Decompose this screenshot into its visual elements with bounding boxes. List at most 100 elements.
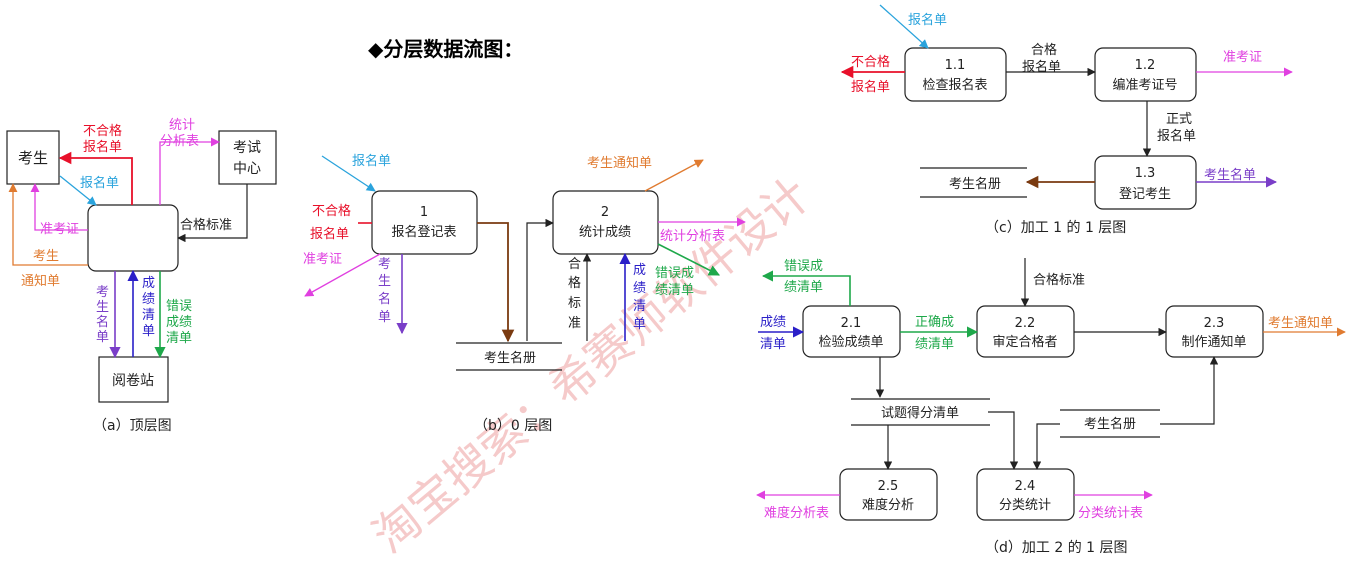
entity-review-station-box	[98, 356, 169, 403]
flow-a-fail-form	[58, 151, 133, 205]
label-a-roster-4: 单	[96, 330, 109, 345]
label-a-error-scores-3: 清单	[166, 331, 192, 346]
process-d24-name: 分类统计	[999, 498, 1051, 513]
label-a-criteria: 合格标准	[180, 217, 232, 233]
flow-d-roster-to-23	[1160, 356, 1219, 425]
process-d25-number: 2.5	[878, 479, 899, 494]
label-d-scores-in-2: 清单	[760, 337, 786, 352]
label-b-scores-1: 成	[633, 263, 646, 278]
label-c-formal-2: 报名单	[1157, 128, 1196, 144]
diagram-d-process-2: 2.1 检验成绩单 2.2 审定合格者 2.3 制作通知单 2.4 分类统计 2…	[756, 258, 1346, 556]
diagram-c-process-1: 1.1 检查报名表 1.2 编准考证号 1.3 登记考生 报名单 不合格 报名单…	[840, 4, 1293, 236]
flow-a-notice	[8, 183, 88, 266]
caption-a: （a）顶层图	[93, 418, 172, 434]
process-b2-box	[552, 190, 659, 255]
label-d-error-scores-2: 绩清单	[784, 280, 823, 295]
entity-student-label: 考生	[18, 149, 48, 167]
flow-a-ticket	[30, 183, 88, 231]
label-b-criteria-3: 标	[568, 296, 581, 311]
process-c12-number: 1.2	[1135, 58, 1156, 73]
label-d-correct-1: 正确成	[915, 315, 954, 330]
label-b-criteria-2: 格	[568, 275, 581, 291]
entity-exam-center-label-1: 考试	[233, 140, 261, 156]
label-b-ticket: 准考证	[303, 252, 342, 267]
flow-a-signup	[59, 175, 97, 206]
label-a-notice-1: 考生	[33, 249, 59, 264]
label-d-error-scores-1: 错误成	[784, 259, 823, 274]
label-c-ticket: 准考证	[1223, 50, 1262, 65]
label-a-stats-2: 分析表	[160, 134, 199, 149]
process-b2-number: 2	[601, 205, 609, 220]
diagram-b-level-0: 1 报名登记表 2 统计成绩 报名单 不合格 报名单 准考证 考 生 名 单 考…	[303, 153, 746, 434]
label-a-fail-form-1: 不合格	[83, 123, 122, 139]
flow-b-error-scores	[657, 243, 720, 276]
store-d-score-label: 试题得分清单	[881, 405, 959, 421]
label-b-criteria-4: 准	[568, 316, 581, 331]
page-title: ◆分层数据流图：	[368, 37, 523, 61]
label-b-scores-4: 单	[633, 317, 646, 332]
label-a-roster-3: 名	[96, 314, 109, 330]
process-system-box	[87, 204, 179, 272]
process-d22-name: 审定合格者	[992, 334, 1057, 350]
label-d-criteria: 合格标准	[1033, 272, 1085, 288]
flow-d-store-to-24	[988, 411, 1019, 470]
label-c-signup: 报名单	[908, 12, 947, 28]
label-d-classify: 分类统计表	[1078, 506, 1143, 521]
process-d23-name: 制作通知单	[1181, 334, 1246, 350]
flow-b-store-to-p2	[526, 218, 554, 341]
entity-exam-center-label-2: 中心	[233, 161, 261, 177]
flow-c-signup	[879, 4, 929, 49]
flow-d-error-scores	[761, 270, 851, 306]
caption-b: （b）0 层图	[474, 418, 552, 434]
process-c11-box	[904, 47, 1007, 102]
entity-exam-center-box	[218, 130, 277, 185]
process-d21-number: 2.1	[841, 316, 862, 331]
label-a-fail-form-2: 报名单	[83, 139, 122, 155]
process-d23-number: 2.3	[1204, 316, 1225, 331]
label-b-stats: 统计分析表	[660, 229, 725, 244]
label-c-fail-form-2: 报名单	[851, 79, 890, 95]
store-d-roster-label: 考生名册	[1084, 416, 1136, 432]
label-b-roster-4: 单	[378, 310, 391, 325]
store-c-label: 考生名册	[949, 176, 1001, 192]
flow-a-criteria	[177, 184, 248, 243]
label-a-notice-2: 通知单	[21, 273, 60, 289]
label-a-roster-1: 考	[96, 285, 109, 300]
process-d24-number: 2.4	[1015, 479, 1036, 494]
process-d22-number: 2.2	[1015, 316, 1036, 331]
label-a-scores-2: 绩	[142, 292, 155, 307]
label-a-roster-2: 生	[96, 300, 109, 315]
label-a-ticket: 准考证	[40, 222, 79, 237]
process-b2-name: 统计成绩	[579, 225, 631, 240]
label-a-error-scores-2: 成绩	[166, 315, 192, 330]
label-b-roster-1: 考	[378, 257, 391, 272]
label-a-scores-1: 成	[142, 276, 155, 291]
diagram-a-top-level: 考生 考试 中心 阅卷站 不合格 报名单 统计 分析表 报名单 合格标准 准考证…	[6, 118, 277, 434]
label-d-difficulty: 难度分析表	[764, 505, 829, 521]
process-c11-name: 检查报名表	[922, 77, 987, 93]
label-d-scores-in-1: 成绩	[760, 315, 786, 330]
label-d-notice: 考生通知单	[1268, 315, 1333, 331]
label-b-scores-3: 清	[633, 299, 646, 314]
process-c12-box	[1094, 47, 1197, 102]
label-b-roster-3: 名	[378, 291, 391, 307]
flow-b-ticket	[304, 253, 381, 297]
label-b-error-scores-1: 错误成	[655, 266, 694, 281]
flow-b-signup	[321, 155, 376, 192]
label-a-scores-3: 清	[142, 308, 155, 323]
process-c11-number: 1.1	[945, 58, 966, 73]
label-b-fail-form-1: 不合格	[312, 203, 351, 219]
caption-d: （d）加工 2 的 1 层图	[985, 540, 1128, 556]
process-d25-name: 难度分析	[862, 497, 914, 513]
label-a-scores-4: 单	[142, 324, 155, 339]
process-b1-number: 1	[420, 205, 428, 220]
label-b-error-scores-2: 绩清单	[655, 283, 694, 298]
flow-a-stats	[159, 137, 220, 205]
caption-c: （c）加工 1 的 1 层图	[985, 220, 1126, 236]
label-b-signup: 报名单	[352, 153, 391, 169]
label-c-qualified-2: 报名单	[1022, 59, 1061, 75]
store-b-label: 考生名册	[484, 350, 536, 366]
label-d-correct-2: 绩清单	[915, 337, 954, 352]
entity-student-box	[6, 130, 60, 185]
